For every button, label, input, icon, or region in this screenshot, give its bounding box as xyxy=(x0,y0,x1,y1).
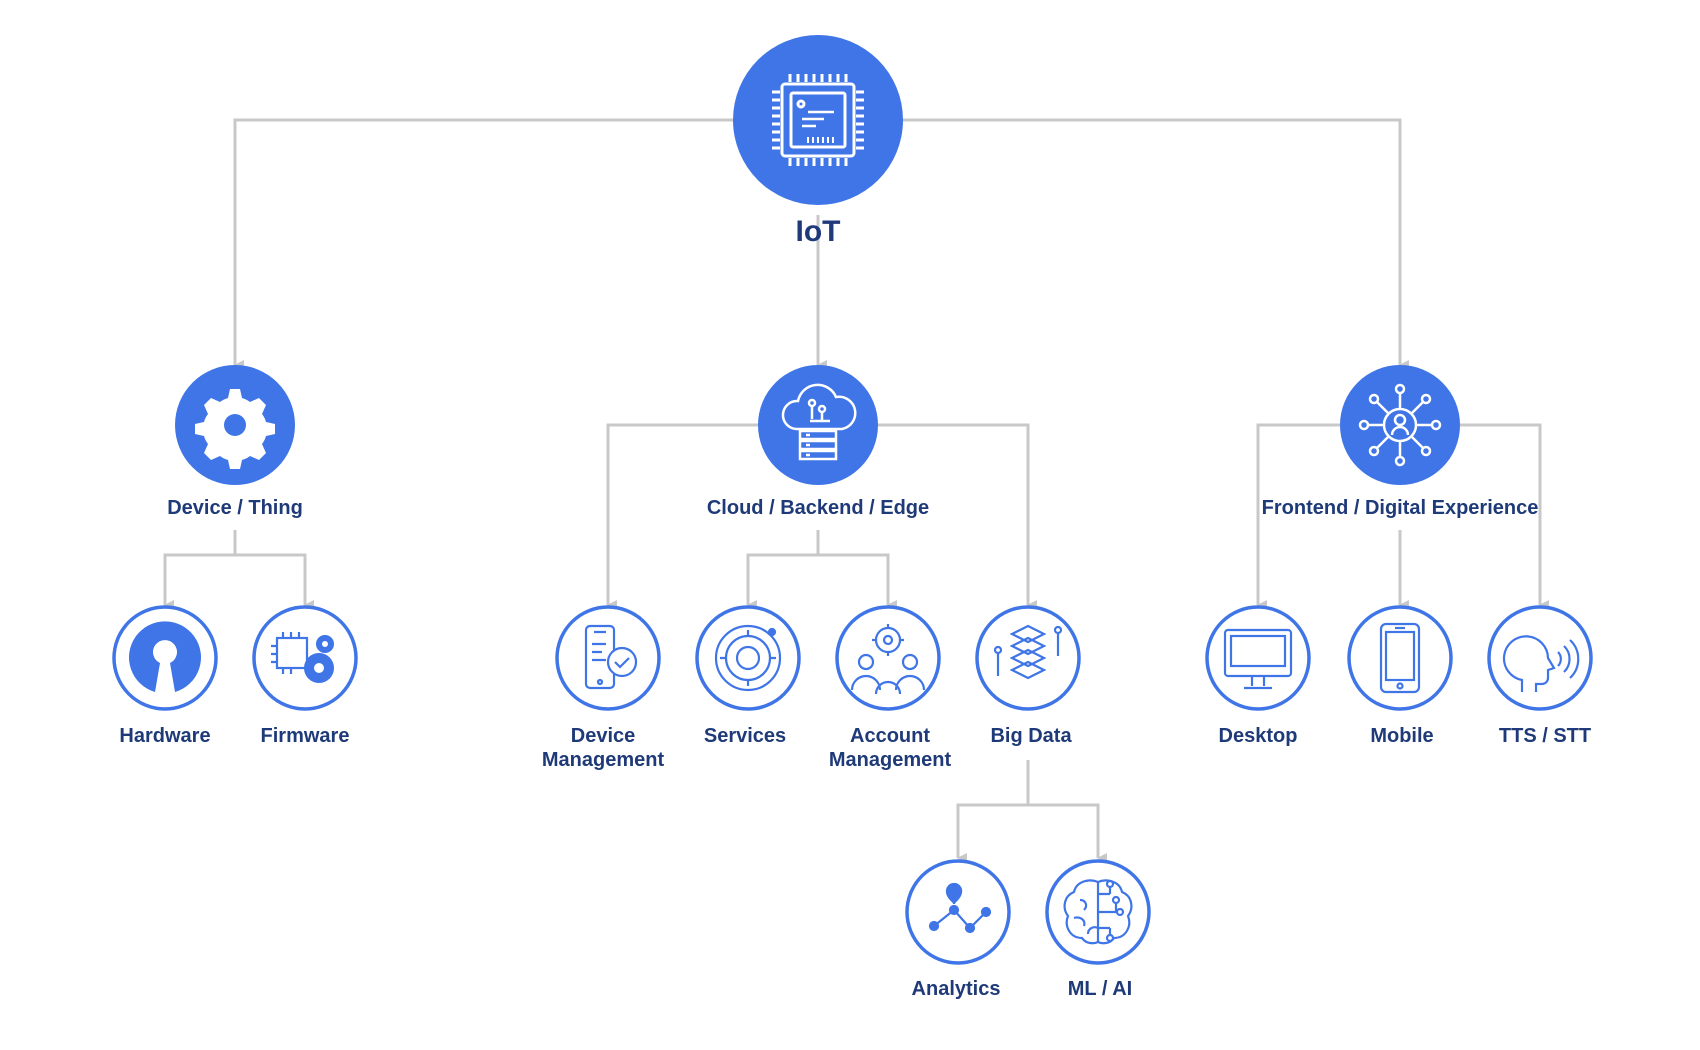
open-hardware-icon xyxy=(129,621,202,692)
account-management-node[interactable] xyxy=(835,605,941,711)
data-stack-icon xyxy=(993,624,1063,680)
user-network-icon xyxy=(1358,383,1442,467)
big-data-label: Big Data xyxy=(990,725,1072,747)
frontend-digital-experience-label: Frontend / Digital Experience xyxy=(1261,497,1539,519)
phone-settings-icon xyxy=(584,624,638,690)
cloud-backend-edge-node[interactable] xyxy=(758,365,878,485)
ml-ai-label: ML / AI xyxy=(1067,978,1133,1000)
device-thing-node[interactable] xyxy=(175,365,295,485)
connector-root-device xyxy=(233,118,735,370)
mobile-label: Mobile xyxy=(1370,725,1434,747)
firmware-label: Firmware xyxy=(260,725,350,747)
cloud-server-icon xyxy=(781,383,857,461)
connectors xyxy=(163,118,1549,863)
ml-ai-node[interactable] xyxy=(1045,859,1151,965)
chip-gears-icon xyxy=(271,632,334,683)
connector-bigdata-children xyxy=(956,760,1030,863)
analytics-label: Analytics xyxy=(911,978,1001,1000)
device-management-node[interactable] xyxy=(555,605,661,711)
microchip-icon xyxy=(772,74,864,166)
monitor-icon xyxy=(1223,628,1293,690)
tts-stt-node[interactable] xyxy=(1487,605,1593,711)
desktop-label: Desktop xyxy=(1218,725,1298,747)
services-node[interactable] xyxy=(695,605,801,711)
connector-device-children xyxy=(163,530,237,610)
tts-stt-label: TTS / STT xyxy=(1498,725,1592,747)
services-label: Services xyxy=(703,725,787,747)
hardware-label: Hardware xyxy=(119,725,211,747)
smartphone-icon xyxy=(1379,622,1421,694)
connector-cloud-devmgmt xyxy=(606,423,758,610)
frontend-digital-experience-node[interactable] xyxy=(1340,365,1460,485)
service-cog-icon xyxy=(714,624,782,692)
brain-circuit-icon xyxy=(1063,879,1133,945)
connector-frontend-desktop xyxy=(1256,423,1340,610)
big-data-node[interactable] xyxy=(975,605,1081,711)
root-node[interactable] xyxy=(733,35,903,205)
firmware-node[interactable] xyxy=(252,605,358,711)
hardware-node[interactable] xyxy=(112,605,218,711)
desktop-node[interactable] xyxy=(1205,605,1311,711)
connector-frontend-tts xyxy=(1460,423,1549,610)
analytics-node[interactable] xyxy=(905,859,1011,965)
connector-cloud-bigdata xyxy=(878,423,1037,610)
connector-cloud-services-account xyxy=(746,530,820,610)
analytics-graph-icon xyxy=(928,882,992,934)
account-management-label: Account Management xyxy=(828,725,952,771)
device-management-label: Device Management xyxy=(541,725,665,771)
device-thing-label: Device / Thing xyxy=(167,497,303,519)
mobile-node[interactable] xyxy=(1347,605,1453,711)
users-gear-icon xyxy=(850,624,926,695)
connector-root-frontend xyxy=(900,118,1409,370)
cloud-backend-edge-label: Cloud / Backend / Edge xyxy=(706,497,930,519)
root-label: IoT xyxy=(795,215,841,248)
gear-icon xyxy=(195,389,275,469)
